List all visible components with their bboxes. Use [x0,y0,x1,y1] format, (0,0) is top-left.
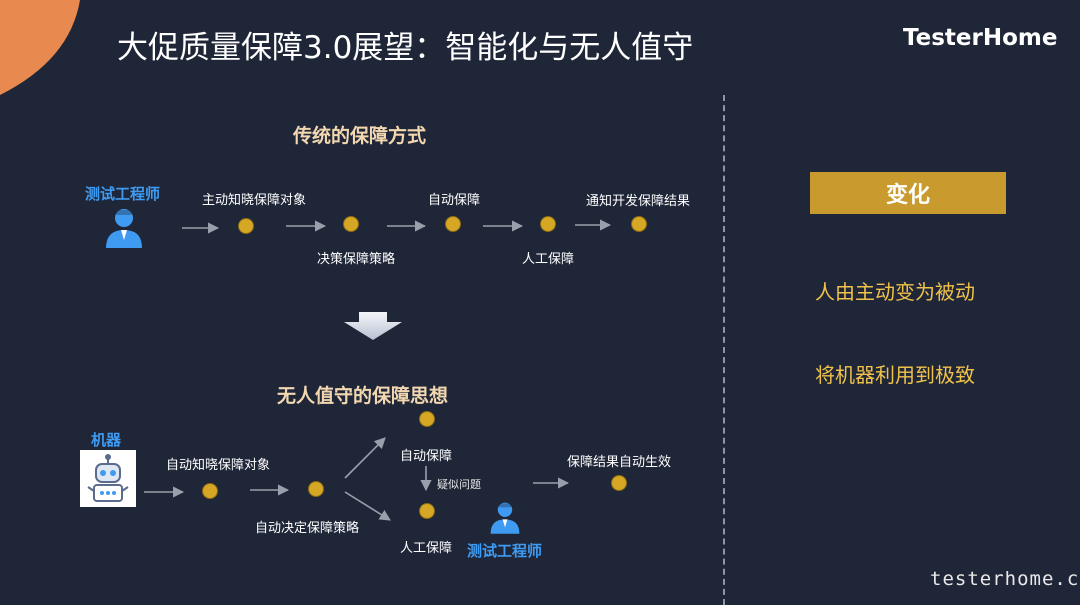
flow-node [446,217,460,231]
change-badge: 变化 [810,172,1006,214]
step-label: 主动知晓保障对象 [202,193,307,208]
arrow-un-up [344,437,386,479]
flow-node [632,217,646,231]
step-label: 通知开发保障结果 [586,194,691,209]
step-label: 决策保障策略 [317,252,396,267]
step-label: 保障结果自动生效 [567,455,672,470]
transition-down-arrow [344,312,402,340]
section-divider [723,95,725,605]
tester-person-icon [490,502,520,534]
step-label: 自动知晓保障对象 [166,458,271,473]
machine-label: 机器 [91,431,122,449]
suspect-issue-label: 疑似问题 [437,478,481,491]
flow-node [203,484,217,498]
robot-card [80,450,136,507]
watermark: testerhome.com [930,568,1080,590]
unattended-section-title: 无人值守的保障思想 [277,385,449,407]
step-label: 自动决定保障策略 [255,521,360,536]
step-label: 自动保障 [428,193,481,208]
tester-role-label: 测试工程师 [85,185,161,203]
flow-node [420,412,434,426]
flow-node [239,219,253,233]
change-point: 人由主动变为被动 [815,280,975,304]
step-label: 人工保障 [400,541,453,556]
flow-node [420,504,434,518]
step-label: 自动保障 [400,449,453,464]
traditional-section-title: 传统的保障方式 [293,125,427,147]
page-title: 大促质量保障3.0展望：智能化与无人值守 [117,30,694,66]
flow-node [612,476,626,490]
step-label: 人工保障 [522,252,575,267]
brand-logo: TesterHome [903,25,1058,51]
flow-node [344,217,358,231]
corner-decoration [0,0,80,95]
arrow-un-down [344,491,391,521]
flow-node [309,482,323,496]
robot-icon [87,454,129,502]
tester-person-icon [106,209,142,248]
change-point: 将机器利用到极致 [815,363,975,387]
flow-node [541,217,555,231]
tester-role-label: 测试工程师 [467,542,543,560]
